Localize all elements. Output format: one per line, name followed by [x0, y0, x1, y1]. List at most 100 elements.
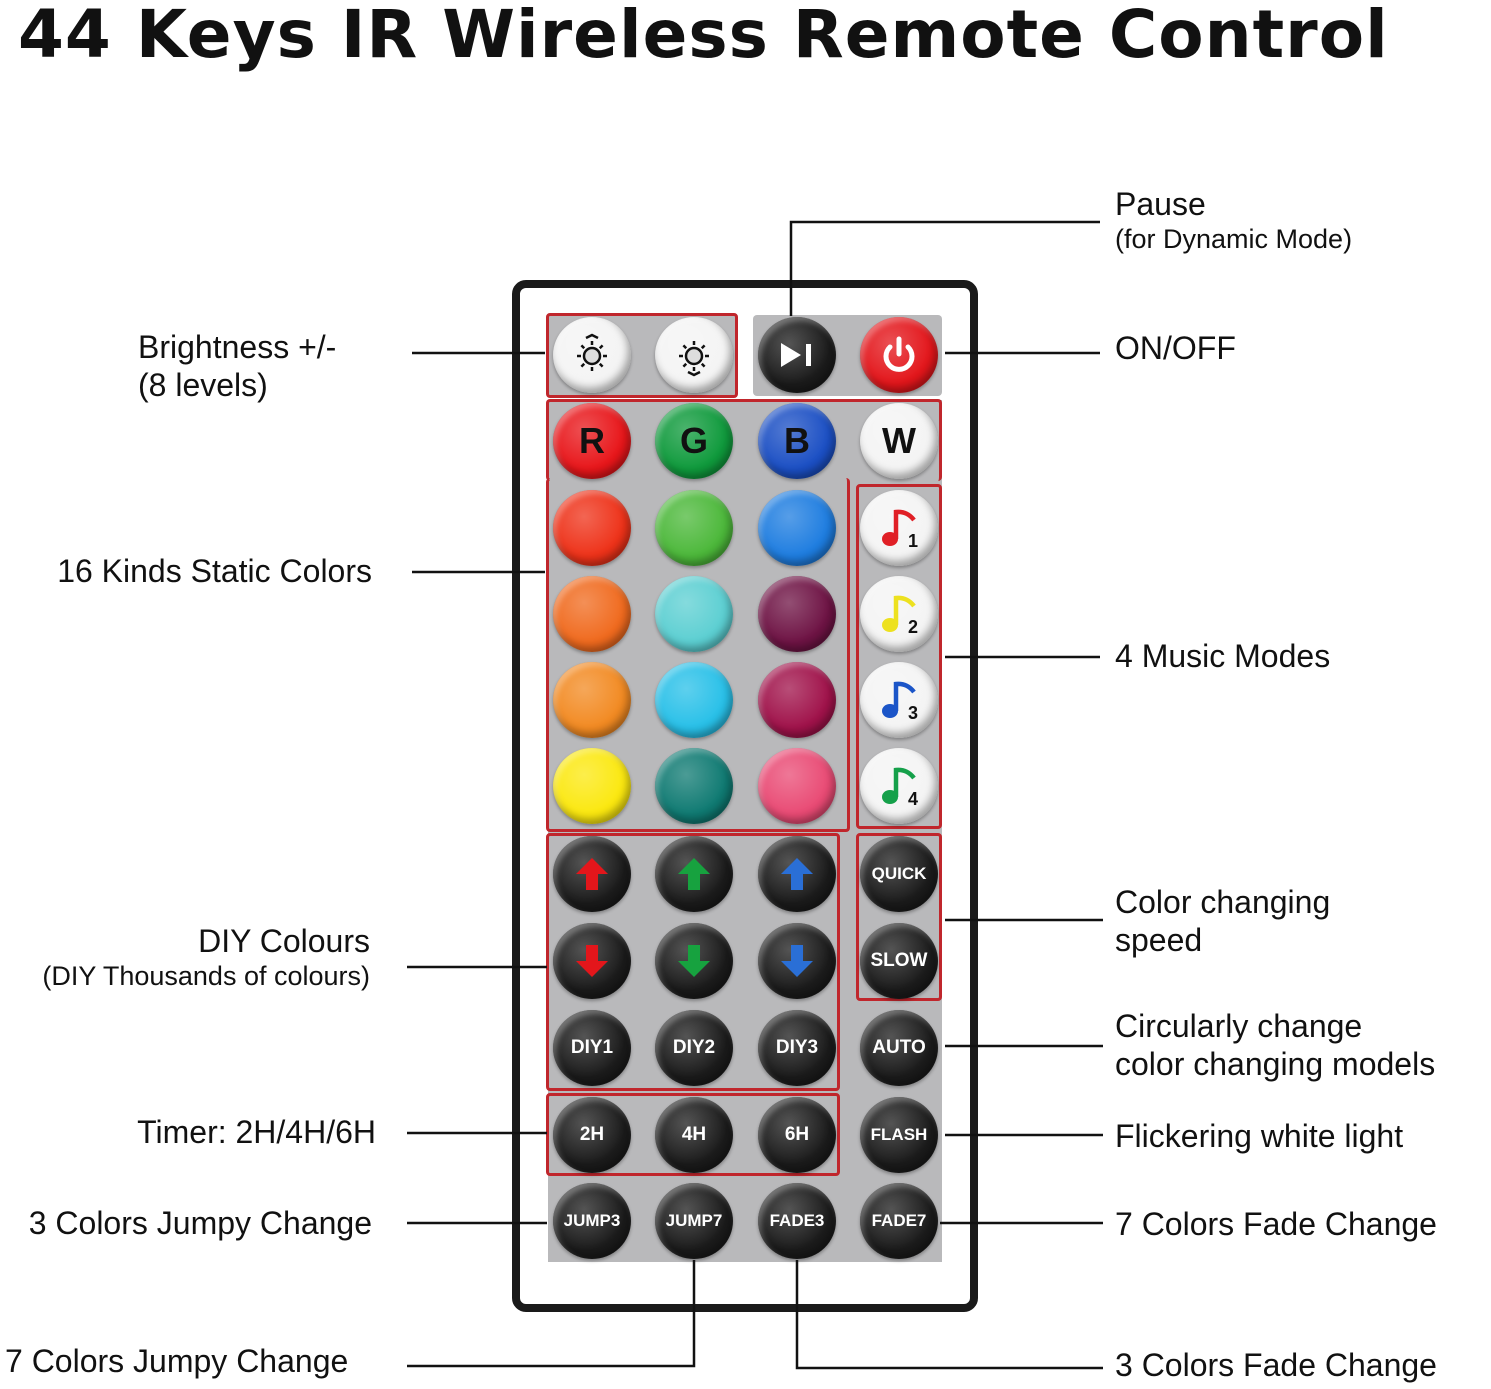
- flash-button[interactable]: FLASH: [860, 1097, 938, 1173]
- label-diy-title: DIY Colours: [198, 923, 370, 959]
- group-diy: [546, 833, 840, 1091]
- auto-label: AUTO: [872, 1037, 926, 1058]
- music-note-icon: 3: [874, 675, 924, 725]
- fade7-button[interactable]: FADE7: [860, 1183, 938, 1259]
- green-button[interactable]: G: [655, 403, 733, 479]
- jump7-label: JUMP7: [665, 1211, 723, 1230]
- blue-up-button[interactable]: [758, 836, 836, 912]
- color-11-button[interactable]: [655, 748, 733, 824]
- label-brightness-title: Brightness +/-: [138, 329, 337, 365]
- label-static-colors: 16 Kinds Static Colors: [57, 553, 372, 589]
- white-button[interactable]: W: [860, 403, 938, 479]
- group-music: [856, 484, 942, 829]
- color-6-button[interactable]: [758, 576, 836, 652]
- line-fade3: [795, 1260, 1103, 1370]
- music-2-button[interactable]: 2: [860, 576, 938, 652]
- color-9-button[interactable]: [758, 662, 836, 738]
- label-pause-sub: (for Dynamic Mode): [1115, 224, 1353, 255]
- arrow-down-icon: [574, 943, 610, 979]
- power-button[interactable]: [860, 317, 938, 393]
- color-8-button[interactable]: [655, 662, 733, 738]
- label-flash: Flickering white light: [1115, 1118, 1404, 1154]
- line-jump7: [407, 1260, 696, 1368]
- svg-text:4: 4: [908, 789, 918, 809]
- fade3-button[interactable]: FADE3: [758, 1183, 836, 1259]
- red-label: R: [579, 420, 605, 461]
- jump3-button[interactable]: JUMP3: [553, 1183, 631, 1259]
- diy3-label: DIY3: [775, 1037, 819, 1058]
- flash-label: FLASH: [870, 1125, 928, 1144]
- red-up-button[interactable]: [553, 836, 631, 912]
- timer-6h-button[interactable]: 6H: [758, 1097, 836, 1173]
- group-speed: [856, 833, 942, 1001]
- diy1-label: DIY1: [570, 1037, 614, 1058]
- arrow-up-icon: [574, 856, 610, 892]
- label-timer: Timer: 2H/4H/6H: [137, 1114, 376, 1150]
- color-2-button[interactable]: [655, 490, 733, 566]
- auto-button[interactable]: AUTO: [860, 1010, 938, 1086]
- color-12-button[interactable]: [758, 748, 836, 824]
- red-button[interactable]: R: [553, 403, 631, 479]
- diy1-button[interactable]: DIY1: [553, 1010, 631, 1086]
- music-note-icon: 2: [874, 589, 924, 639]
- green-down-button[interactable]: [655, 923, 733, 999]
- svg-text:1: 1: [908, 531, 918, 551]
- green-label: G: [679, 420, 708, 461]
- color-7-button[interactable]: [553, 662, 631, 738]
- label-jump7: 7 Colors Jumpy Change: [5, 1343, 349, 1379]
- jump3-label: JUMP3: [563, 1211, 621, 1230]
- timer-4h-button[interactable]: 4H: [655, 1097, 733, 1173]
- music-note-icon: 1: [874, 503, 924, 553]
- diy2-button[interactable]: DIY2: [655, 1010, 733, 1086]
- brightness-up-icon: [570, 333, 614, 377]
- label-circular-line1: Circularly change: [1115, 1008, 1363, 1044]
- brightness-up-button[interactable]: [553, 317, 631, 393]
- quick-button[interactable]: QUICK: [860, 836, 938, 912]
- group-static-colors: [546, 478, 850, 832]
- label-speed-line2: speed: [1115, 922, 1203, 959]
- music-3-button[interactable]: 3: [860, 662, 938, 738]
- timer-6h-label: 6H: [784, 1124, 810, 1145]
- label-fade3: 3 Colors Fade Change: [1115, 1347, 1437, 1383]
- color-1-button[interactable]: [553, 490, 631, 566]
- label-diy: DIY Colours(DIY Thousands of colours): [42, 922, 370, 993]
- group-brightness: [546, 313, 738, 398]
- music-4-button[interactable]: 4: [860, 748, 938, 824]
- arrow-up-icon: [779, 856, 815, 892]
- blue-down-button[interactable]: [758, 923, 836, 999]
- music-1-button[interactable]: 1: [860, 490, 938, 566]
- power-icon: [877, 333, 921, 377]
- white-label: W: [882, 420, 916, 461]
- color-3-button[interactable]: [758, 490, 836, 566]
- brightness-down-button[interactable]: [655, 317, 733, 393]
- group-timer: [546, 1093, 840, 1176]
- color-4-button[interactable]: [553, 576, 631, 652]
- diy2-label: DIY2: [672, 1037, 716, 1058]
- slow-button[interactable]: SLOW: [860, 923, 938, 999]
- fade7-label: FADE7: [871, 1211, 927, 1230]
- arrow-down-icon: [676, 943, 712, 979]
- label-pause-title: Pause: [1115, 186, 1206, 222]
- diy3-button[interactable]: DIY3: [758, 1010, 836, 1086]
- svg-text:2: 2: [908, 617, 918, 637]
- red-down-button[interactable]: [553, 923, 631, 999]
- quick-label: QUICK: [871, 864, 927, 883]
- label-circular-line2: color changing models: [1115, 1046, 1436, 1083]
- timer-4h-label: 4H: [681, 1124, 707, 1145]
- color-5-button[interactable]: [655, 576, 733, 652]
- jump7-button[interactable]: JUMP7: [655, 1183, 733, 1259]
- group-static-colors-top: [546, 399, 942, 481]
- blue-button[interactable]: B: [758, 403, 836, 479]
- color-10-button[interactable]: [553, 748, 631, 824]
- play-pause-button[interactable]: [758, 317, 836, 393]
- label-fade7: 7 Colors Fade Change: [1115, 1206, 1437, 1242]
- label-onoff: ON/OFF: [1115, 330, 1236, 366]
- label-speed-line1: Color changing: [1115, 884, 1331, 920]
- fade3-label: FADE3: [769, 1211, 825, 1230]
- green-up-button[interactable]: [655, 836, 733, 912]
- label-diy-sub: (DIY Thousands of colours): [42, 961, 370, 992]
- timer-2h-button[interactable]: 2H: [553, 1097, 631, 1173]
- arrow-down-icon: [779, 943, 815, 979]
